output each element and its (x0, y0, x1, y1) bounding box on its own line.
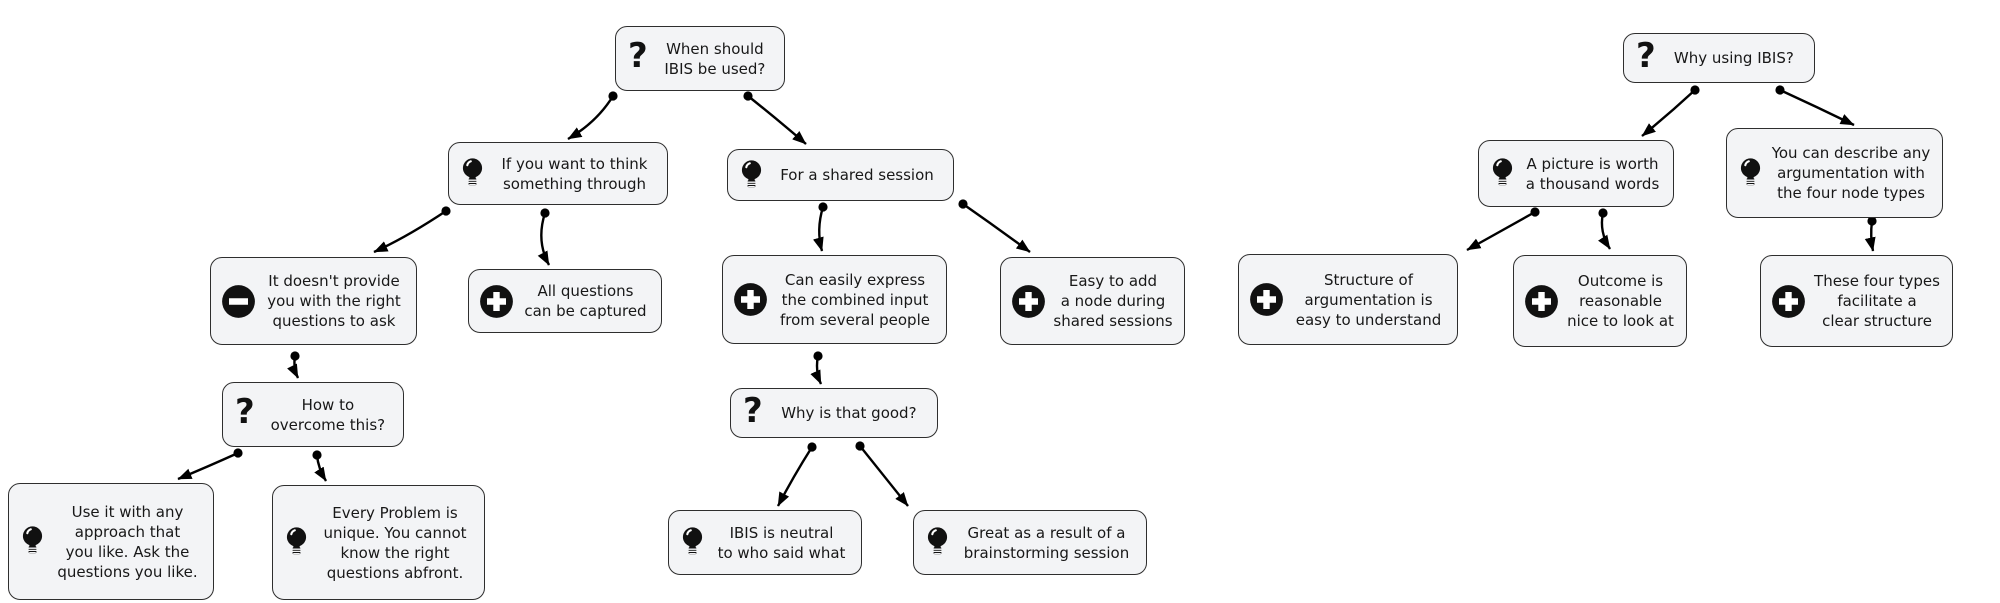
lightbulb-icon (283, 526, 310, 559)
edge-origin-dot (1867, 216, 1877, 226)
node-label: Can easily express the combined input fr… (780, 270, 930, 329)
node-describe-any-argumentation[interactable]: You can describe any argumentation with … (1726, 128, 1943, 218)
lightbulb-icon (1737, 157, 1764, 190)
edge-why-is-that-good-to-brainstorming-result (859, 445, 909, 507)
edge-origin-dot (1598, 208, 1608, 218)
node-label: How to overcome this? (270, 395, 386, 434)
node-if-you-want-to-think[interactable]: If you want to think something through (448, 142, 668, 205)
node-ibis-neutral[interactable]: IBIS is neutral to who said what (668, 510, 862, 575)
node-label: These four types facilitate a clear stru… (1814, 272, 1940, 330)
edge-how-to-overcome-to-use-any-approach (177, 451, 239, 481)
lightbulb-icon (1489, 157, 1516, 190)
node-label: If you want to think something through (501, 154, 648, 193)
plus-icon (479, 284, 514, 319)
node-label: Why is that good? (781, 404, 917, 422)
edge-origin-dot (1530, 207, 1540, 217)
node-label: Great as a result of a brainstorming ses… (963, 523, 1130, 562)
node-all-questions-captured[interactable]: All questions can be captured (468, 269, 662, 333)
plus-icon (1011, 284, 1046, 319)
edge-origin-dot (807, 442, 817, 452)
lightbulb-icon (459, 157, 486, 190)
edge-picture-worth-thousand-words-to-structure-easy-to-understand (1466, 210, 1536, 252)
node-doesnt-provide-right-questions[interactable]: It doesn't provide you with the right qu… (210, 257, 417, 345)
edge-for-a-shared-session-to-combined-input (813, 206, 825, 252)
lightbulb-icon (924, 526, 951, 559)
node-label: Structure of argumentation is easy to un… (1295, 270, 1442, 329)
lightbulb-icon (738, 159, 765, 192)
node-for-a-shared-session[interactable]: For a shared session (727, 149, 954, 201)
edge-why-using-ibis-to-describe-any-argumentation (1779, 88, 1855, 127)
edge-origin-dot (1775, 85, 1785, 95)
node-label: Why using IBIS? (1673, 49, 1794, 67)
node-how-to-overcome[interactable]: ? How to overcome this? (222, 382, 404, 447)
node-when-should-ibis-be-used[interactable]: ? When should IBIS be used? (615, 26, 785, 91)
edge-when-should-ibis-be-used-to-if-you-want-to-think (567, 95, 615, 141)
node-easy-to-add-node[interactable]: Easy to add a node during shared session… (1000, 257, 1185, 345)
node-label: You can describe any argumentation with … (1771, 144, 1931, 202)
node-label: For a shared session (780, 166, 934, 184)
edge-origin-dot (743, 91, 753, 101)
node-label: It doesn't provide you with the right qu… (267, 272, 401, 330)
edge-origin-dot (855, 441, 865, 451)
edge-origin-dot (958, 199, 968, 209)
node-picture-worth-thousand-words[interactable]: A picture is worth a thousand words (1478, 140, 1674, 207)
plus-icon (1524, 284, 1559, 319)
minus-icon (221, 284, 256, 319)
node-label: Every Problem is unique. You cannot know… (323, 503, 467, 582)
edge-origin-dot (441, 206, 451, 216)
node-structure-easy-to-understand[interactable]: Structure of argumentation is easy to un… (1238, 254, 1458, 345)
edge-if-you-want-to-think-to-all-questions-captured (537, 212, 551, 266)
node-label: IBIS is neutral to who said what (717, 523, 846, 562)
lightbulb-icon (19, 525, 46, 558)
node-label: Easy to add a node during shared session… (1053, 272, 1173, 330)
edge-origin-dot (233, 448, 243, 458)
node-why-is-that-good[interactable]: ? Why is that good? (730, 388, 938, 438)
edge-if-you-want-to-think-to-doesnt-provide-right-questions (373, 210, 447, 254)
edge-origin-dot (813, 351, 823, 361)
node-why-using-ibis[interactable]: ? Why using IBIS? (1623, 33, 1815, 83)
edge-picture-worth-thousand-words-to-outcome-nice-to-look-at (1598, 212, 1612, 250)
node-label: Outcome is reasonable nice to look at (1567, 272, 1674, 330)
edge-origin-dot (290, 351, 300, 361)
node-outcome-nice-to-look-at[interactable]: Outcome is reasonable nice to look at (1513, 255, 1687, 347)
plus-icon (1249, 282, 1284, 317)
lightbulb-icon (679, 526, 706, 559)
node-label: Use it with any approach that you like. … (57, 502, 198, 581)
plus-icon (733, 282, 768, 317)
node-combined-input[interactable]: Can easily express the combined input fr… (722, 255, 947, 344)
question-mark-icon: ? (235, 392, 255, 433)
edge-origin-dot (312, 450, 322, 460)
node-brainstorming-result[interactable]: Great as a result of a brainstorming ses… (913, 510, 1147, 575)
edge-for-a-shared-session-to-easy-to-add-node (962, 203, 1031, 253)
question-mark-icon: ? (743, 390, 763, 431)
edge-why-using-ibis-to-picture-worth-thousand-words (1641, 89, 1696, 137)
node-four-types-clear-structure[interactable]: These four types facilitate a clear stru… (1760, 255, 1953, 347)
edge-when-should-ibis-be-used-to-for-a-shared-session (747, 95, 807, 145)
node-label: When should IBIS be used? (664, 39, 766, 78)
question-mark-icon: ? (1636, 35, 1656, 76)
node-every-problem-unique[interactable]: Every Problem is unique. You cannot know… (272, 485, 485, 600)
question-mark-icon: ? (628, 36, 648, 77)
node-use-any-approach[interactable]: Use it with any approach that you like. … (8, 483, 214, 600)
edge-origin-dot (540, 208, 550, 218)
plus-icon (1771, 284, 1806, 319)
edge-origin-dot (608, 91, 618, 101)
node-label: All questions can be captured (524, 282, 647, 320)
node-label: A picture is worth a thousand words (1525, 154, 1660, 193)
edge-why-is-that-good-to-ibis-neutral (776, 446, 814, 507)
edge-origin-dot (818, 202, 828, 212)
edge-origin-dot (1690, 85, 1700, 95)
